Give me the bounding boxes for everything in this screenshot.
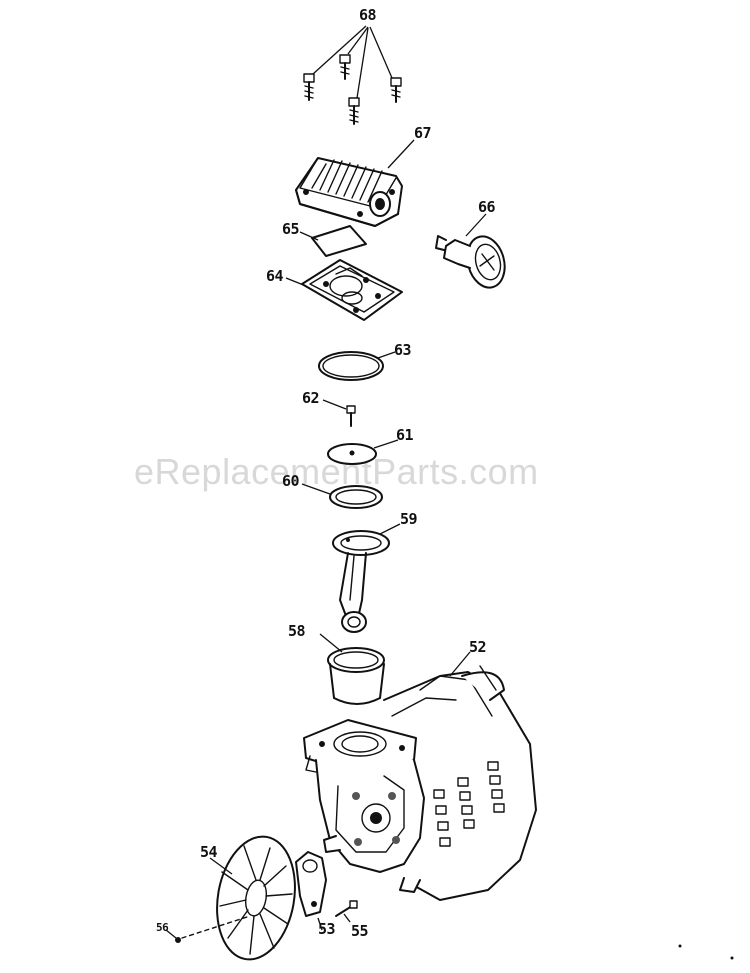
part-58-sleeve — [319, 633, 385, 705]
part-64-valve-plate — [285, 259, 403, 321]
callout-59: 59 — [400, 510, 418, 528]
part-54-fan — [209, 835, 296, 961]
callout-64: 64 — [266, 267, 284, 285]
part-68-screws — [303, 25, 402, 125]
part-66-valve — [435, 213, 506, 289]
screw-68-a — [303, 73, 315, 101]
callout-56: 56 — [156, 921, 169, 934]
cooling-slots — [433, 761, 505, 847]
part-53-bracket — [295, 851, 327, 931]
screw-68-b — [339, 54, 351, 80]
part-63-o-ring — [318, 351, 396, 381]
screw-68-d — [348, 97, 360, 125]
part-59-connecting-rod — [332, 523, 401, 633]
part-56-pin — [165, 915, 251, 943]
callout-60: 60 — [282, 472, 300, 490]
callout-67: 67 — [414, 124, 432, 142]
callout-66: 66 — [478, 198, 496, 216]
callout-61: 61 — [396, 426, 414, 444]
callout-63: 63 — [394, 341, 412, 359]
callout-62: 62 — [302, 389, 320, 407]
part-67-cylinder-head — [295, 139, 415, 227]
callout-68: 68 — [359, 6, 377, 24]
callout-55: 55 — [351, 922, 369, 940]
callout-58: 58 — [288, 622, 306, 640]
part-65-gasket — [299, 225, 367, 257]
callout-52: 52 — [469, 638, 487, 656]
callout-53: 53 — [318, 920, 336, 938]
part-60-ring — [301, 483, 383, 509]
part-55-screw — [335, 900, 358, 923]
part-52-motor — [303, 651, 537, 901]
callout-54: 54 — [200, 843, 218, 861]
part-61-disc — [327, 439, 399, 465]
screw-68-c — [390, 77, 402, 103]
part-62-screw — [322, 399, 356, 427]
callout-65: 65 — [282, 220, 300, 238]
